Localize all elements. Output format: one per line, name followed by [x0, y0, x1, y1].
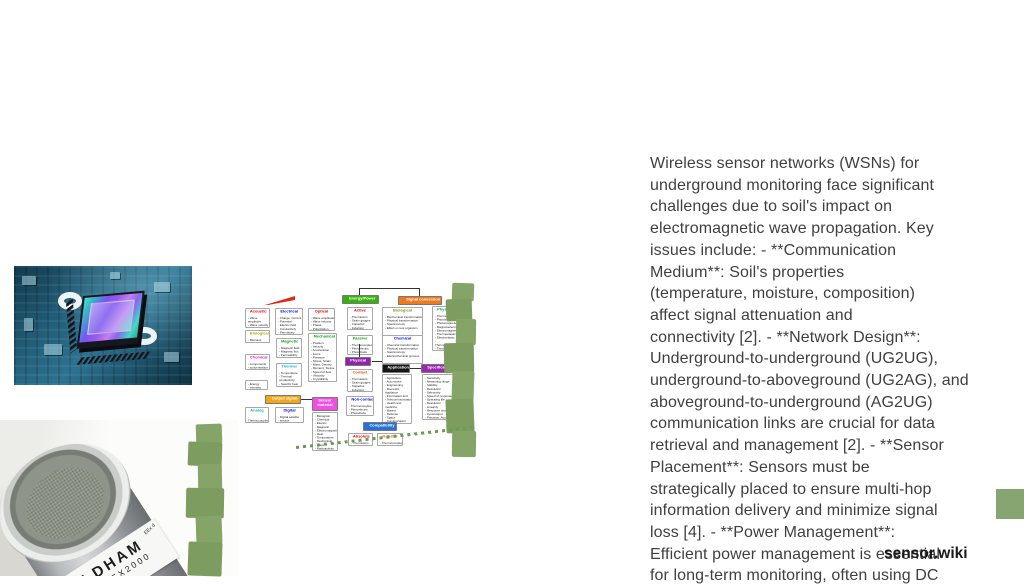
- diagram-box-non-contact: Non-contact - Thermocouples - Piezoelectr…: [346, 396, 374, 416]
- diagram-box-signal-conversion: Signal conversion: [398, 296, 442, 305]
- diagram-box-active: Active - Thermistors - Strain gauges - Ca…: [347, 307, 373, 331]
- diagram-box-header: Mechanical: [313, 334, 335, 339]
- diagram-box-header: Active: [354, 308, 366, 313]
- diagram-box-compatibility: Compatibility: [363, 422, 397, 431]
- chip-top-face: [79, 292, 143, 343]
- diagram-box-items: - Magnetic field - Magnetic flux - Perme…: [279, 347, 300, 358]
- red-swoosh-shape: [265, 296, 295, 305]
- diagram-box-magnetic: Magnetic - Magnetic field - Magnetic flux…: [276, 338, 302, 358]
- diagram-box-header: Biological: [249, 331, 269, 336]
- diagram-box-contact: Contact - Thermistors - Strain gauges - C…: [347, 369, 373, 393]
- circuit-component: [154, 282, 170, 292]
- circuit-component: [22, 276, 36, 285]
- diagram-box-header: Physical: [350, 358, 367, 363]
- diagram-box-biological-conversion: Biological - Biochemical transformation -…: [382, 307, 423, 337]
- circuit-component: [110, 272, 120, 279]
- diagram-box-header: Contact: [352, 370, 368, 375]
- diagram-box-output-signal: Output signal: [265, 395, 301, 404]
- diagram-box-header: Analog: [250, 408, 264, 413]
- diagram-box-header: Application: [387, 365, 409, 370]
- diagram-box-items: - Wave amplitude - Wave velocity - Phase: [248, 317, 269, 328]
- diagram-box-energy-intensity: - Energy - Intensity: [245, 380, 268, 391]
- diagram-box-items: - Chemical transformation - Physical tra…: [385, 344, 420, 358]
- diagram-box-passive: Passive - Thermocouples - Piezoelectric -…: [347, 335, 373, 355]
- diagram-box-header: Compatibility: [369, 423, 395, 428]
- diagram-box-header: Non-contact: [351, 397, 374, 402]
- body-text: Wireless sensor networks (WSNs) for unde…: [650, 155, 969, 585]
- diagram-box-header: Acoustic: [249, 309, 267, 314]
- diagram-box-header: Chemical: [249, 355, 268, 360]
- circuit-component: [44, 344, 62, 355]
- diagram-box-items: - Thermistors: [351, 442, 369, 445]
- diagram-box-header: Absolute: [352, 434, 370, 439]
- diagram-connector: [419, 288, 420, 296]
- green-square-accent: [996, 489, 1024, 519]
- diagram-box-items: - Thermocouples - Piezoelectric - Photod…: [349, 405, 372, 416]
- diagram-box-items: - Thermocouples - Piezoelectric - Photod…: [350, 344, 373, 355]
- diagram-box-biological-measurand: Biological - Biomass: [245, 330, 270, 343]
- diagram-box-items: - Charge, Current - Potential - Electric…: [278, 317, 302, 335]
- chip-photo: [14, 266, 192, 385]
- diagram-box-items: - Thermistors - Strain gauges - Capacito…: [350, 378, 371, 392]
- gas-sensor-cylinder: OLDHAM CELL. EX2000 EEx d: [0, 420, 209, 576]
- diagram-box-thermal: Thermal - Temperature - Thermal conductiv…: [276, 363, 302, 387]
- chip-pins-bottom: [76, 351, 152, 365]
- diagram-box-items: - Position - Velocity - Acceleration - F…: [311, 342, 335, 381]
- diagram-box-header: Passive: [352, 336, 368, 341]
- diagram-box-header: Thermal: [281, 364, 297, 369]
- diagram-box-electrical: Electrical - Charge, Current - Potential …: [275, 308, 303, 335]
- diagram-box-header: Digital: [283, 408, 296, 413]
- diagram-box-items: - Biochemical transformation - Physical …: [385, 316, 423, 330]
- diagram-box-header: Output signal: [271, 396, 298, 401]
- diagram-box-header: Optical: [314, 309, 329, 314]
- diagram-box-header: Chemical: [393, 336, 412, 341]
- chip-body: [76, 290, 145, 349]
- diagram-box-chemical-measurand: Chemical - components - concentration: [245, 354, 270, 371]
- diagram-box-items: - Temperature - Thermal conductivity - S…: [279, 372, 299, 386]
- diagram-box-header: Signal conversion: [406, 297, 441, 302]
- diagram-box-items: - Thermocouples: [380, 442, 403, 445]
- diagram-box-items: - Thermocouples - Strain gauge: [248, 416, 269, 423]
- diagram-box-items: - Thermistors - Strain gauges - Capacito…: [350, 316, 371, 330]
- sensor-die: [87, 299, 135, 335]
- chip-pins-left: [66, 298, 78, 354]
- diagram-box-optical: Optical - Wave amplitude - Wave velocity …: [308, 308, 335, 332]
- brand-logo: sensor.wiki: [884, 545, 968, 562]
- diagram-box-application-list: - Agriculture - Automotive - Engineering…: [382, 374, 412, 424]
- diagram-box-header: Sensor material: [317, 398, 333, 407]
- diagram-box-items: - Agriculture - Automotive - Engineering…: [385, 377, 412, 423]
- diagram-box-items: - Digital satellite - service: [278, 416, 300, 423]
- diagram-box-header: Specifications: [427, 365, 454, 370]
- diagram-connector: [372, 361, 382, 362]
- diagram-box-application-header: Application: [382, 364, 410, 373]
- diagram-box-analog: Analog - Thermocouples - Strain gauge: [245, 407, 269, 424]
- diagram-box-physical-group: Physical: [345, 357, 371, 366]
- diagram-box-items: - components - concentration: [248, 363, 268, 370]
- diagram-box-header: Energy/Power: [348, 296, 376, 301]
- diagram-connector: [410, 368, 421, 369]
- circuit-component: [24, 318, 33, 331]
- diagram-box-digital: Digital - Digital satellite - service: [275, 407, 304, 424]
- diagram-box-sensor-material: Sensor material: [312, 397, 338, 411]
- diagram-box-items: - Biomass: [248, 339, 262, 342]
- diagram-box-acoustic: Acoustic - Wave amplitude - Wave velocity…: [245, 308, 270, 328]
- circuit-component: [164, 352, 179, 362]
- diagram-box-header: Physical: [437, 307, 453, 312]
- sensor-taxonomy-diagram: Acoustic - Wave amplitude - Wave velocity…: [243, 283, 478, 461]
- sintered-mesh: [12, 452, 119, 554]
- diagram-connector: [359, 288, 420, 289]
- diagram-connector: [301, 399, 312, 400]
- microchip: [66, 289, 152, 365]
- diagram-connector: [359, 288, 360, 295]
- diagram-box-energy-power: Energy/Power: [342, 295, 379, 304]
- diagram-box-items: - Wave amplitude - Wave velocity - Phase…: [311, 317, 335, 331]
- diagram-box-chemical-conversion: Chemical - Chemical transformation - Phys…: [382, 335, 423, 365]
- diagram-box-header: Electrical: [280, 309, 299, 314]
- diagram-box-items: - Energy - Intensity: [248, 383, 262, 390]
- diagram-box-mechanical: Mechanical - Position - Velocity - Accele…: [308, 333, 337, 382]
- diagram-box-header: Magnetic: [281, 339, 299, 344]
- diagram-box-header: Biological: [393, 308, 412, 313]
- diagram-connector: [359, 344, 360, 357]
